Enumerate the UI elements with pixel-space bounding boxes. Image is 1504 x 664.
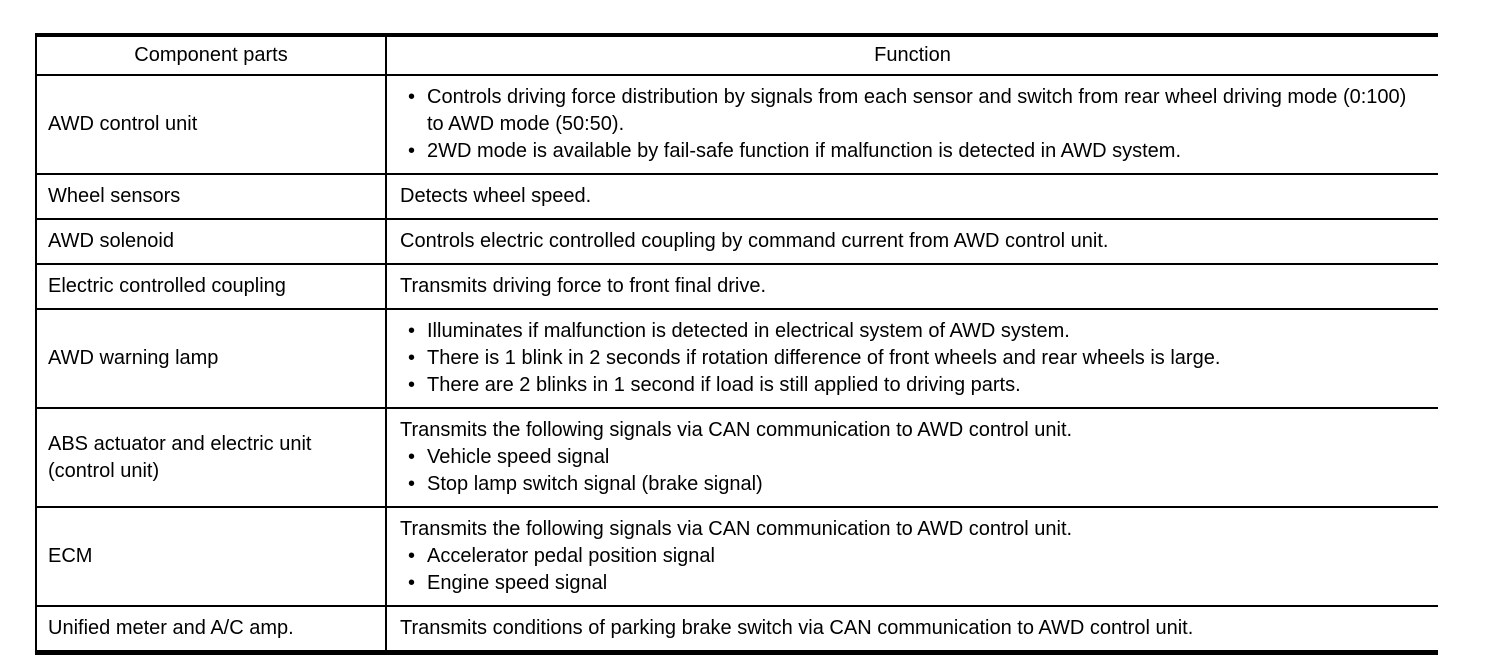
function-intro: Transmits the following signals via CAN …: [400, 518, 1073, 540]
function-bullet: Stop lamp switch signal (brake signal): [400, 471, 1424, 498]
component-cell: AWD solenoid: [35, 218, 387, 265]
function-intro: Detects wheel speed.: [400, 185, 592, 207]
function-bullet: Controls driving force distribution by s…: [400, 84, 1424, 138]
function-bullet: Accelerator pedal position signal: [400, 543, 1424, 570]
function-bullet: Illuminates if malfunction is detected i…: [400, 318, 1424, 345]
function-intro: Transmits the following signals via CAN …: [400, 419, 1073, 441]
function-bullets: Controls driving force distribution by s…: [400, 84, 1424, 165]
table-row: Unified meter and A/C amp. Transmits con…: [35, 605, 1438, 654]
component-cell: Electric controlled coupling: [35, 263, 387, 310]
function-bullet: There are 2 blinks in 1 second if load i…: [400, 372, 1424, 399]
component-cell: AWD warning lamp: [35, 308, 387, 409]
function-cell: Controls driving force distribution by s…: [385, 74, 1438, 175]
function-cell: Illuminates if malfunction is detected i…: [385, 308, 1438, 409]
function-cell: Transmits the following signals via CAN …: [385, 407, 1438, 508]
function-bullet: Engine speed signal: [400, 570, 1424, 597]
component-cell: AWD control unit: [35, 74, 387, 175]
table-row: AWD warning lamp Illuminates if malfunct…: [35, 308, 1438, 409]
function-bullet: 2WD mode is available by fail-safe funct…: [400, 138, 1424, 165]
function-intro: Controls electric controlled coupling by…: [400, 230, 1109, 252]
table-row: AWD solenoid Controls electric controlle…: [35, 218, 1438, 265]
component-cell: ABS actuator and electric unit (control …: [35, 407, 387, 508]
component-cell: Wheel sensors: [35, 173, 387, 220]
table-row: ECM Transmits the following signals via …: [35, 506, 1438, 607]
function-bullets: Vehicle speed signalStop lamp switch sig…: [400, 444, 1424, 498]
function-header: Function: [385, 34, 1438, 76]
function-cell: Transmits conditions of parking brake sw…: [385, 605, 1438, 654]
component-function-table: Component parts Function AWD control uni…: [35, 33, 1438, 655]
table-row: AWD control unit Controls driving force …: [35, 74, 1438, 175]
table-header: Component parts Function: [35, 34, 1438, 76]
function-cell: Transmits driving force to front final d…: [385, 263, 1438, 310]
function-cell: Transmits the following signals via CAN …: [385, 506, 1438, 607]
component-parts-header: Component parts: [35, 34, 387, 76]
function-bullet: Vehicle speed signal: [400, 444, 1424, 471]
table-body: AWD control unit Controls driving force …: [35, 74, 1438, 654]
function-intro: Transmits driving force to front final d…: [400, 275, 767, 297]
function-bullets: Accelerator pedal position signalEngine …: [400, 543, 1424, 597]
table-row: ABS actuator and electric unit (control …: [35, 407, 1438, 508]
function-intro: Transmits conditions of parking brake sw…: [400, 617, 1194, 639]
function-bullets: Illuminates if malfunction is detected i…: [400, 318, 1424, 399]
component-cell: ECM: [35, 506, 387, 607]
function-cell: Controls electric controlled coupling by…: [385, 218, 1438, 265]
table-row: Wheel sensors Detects wheel speed.: [35, 173, 1438, 220]
function-cell: Detects wheel speed.: [385, 173, 1438, 220]
table-row: Electric controlled coupling Transmits d…: [35, 263, 1438, 310]
component-cell: Unified meter and A/C amp.: [35, 605, 387, 654]
header-row: Component parts Function: [35, 34, 1438, 76]
function-bullet: There is 1 blink in 2 seconds if rotatio…: [400, 345, 1424, 372]
